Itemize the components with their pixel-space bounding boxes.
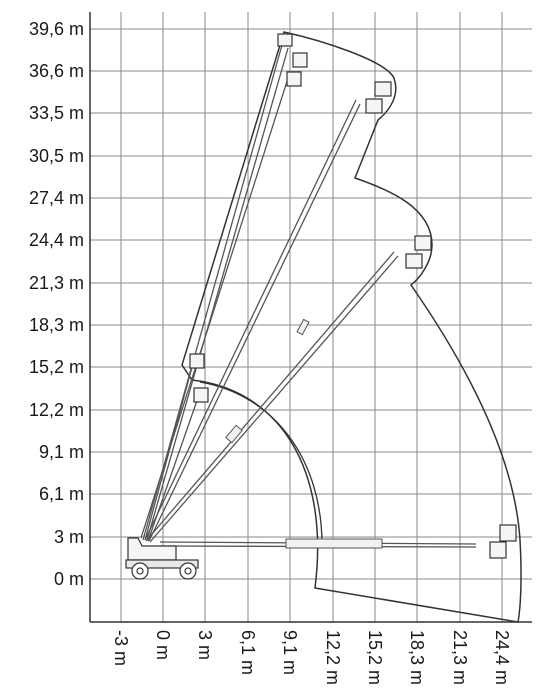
x-axis-labels: -3 m 0 m 3 m 6,1 m 9,1 m 12,2 m 15,2 m 1… <box>111 630 512 685</box>
platform-33m-2 <box>365 98 383 114</box>
x-tick-label: 24,4 m <box>492 630 512 685</box>
inner-reach-arc <box>199 381 323 546</box>
x-tick-label: 21,3 m <box>450 630 470 685</box>
y-tick-label: 12,2 m <box>29 400 84 420</box>
x-tick-label: 6,1 m <box>238 630 258 675</box>
y-tick-label: 33,5 m <box>29 103 84 123</box>
vertical-gridlines <box>120 12 503 622</box>
x-tick-label: 15,2 m <box>365 630 385 685</box>
horizontal-gridlines <box>90 28 532 580</box>
rear-wheel-hub <box>184 567 192 575</box>
platform-horizontal-2 <box>489 541 507 559</box>
platform-baskets <box>189 33 517 559</box>
y-tick-label: 6,1 m <box>39 484 84 504</box>
platform-24m-1 <box>414 235 432 251</box>
x-tick-label: -3 m <box>111 630 131 666</box>
machine-base <box>125 537 199 580</box>
y-tick-label: 36,6 m <box>29 61 84 81</box>
working-envelope <box>181 31 522 623</box>
x-tick-label: 3 m <box>195 630 215 660</box>
y-tick-label: 21,3 m <box>29 273 84 293</box>
turret <box>127 537 177 561</box>
x-tick-label: 0 m <box>153 630 173 660</box>
platform-12m <box>193 387 209 403</box>
chassis <box>125 559 199 569</box>
y-tick-label: 15,2 m <box>29 357 84 377</box>
boom-lines <box>140 44 477 548</box>
front-wheel-hub <box>136 567 144 575</box>
platform-15m <box>189 353 205 369</box>
y-tick-label: 30,5 m <box>29 146 84 166</box>
x-tick-label: 9,1 m <box>280 630 300 675</box>
x-tick-label: 18,3 m <box>407 630 427 685</box>
platform-horizontal-1 <box>499 524 517 542</box>
x-tick-label: 12,2 m <box>323 630 343 685</box>
y-tick-label: 24,4 m <box>29 230 84 250</box>
platform-33m-1 <box>374 81 392 97</box>
y-tick-label: 9,1 m <box>39 442 84 462</box>
y-tick-label: 18,3 m <box>29 315 84 335</box>
y-tick-label: 0 m <box>54 569 84 589</box>
platform-top-3 <box>286 71 302 87</box>
boom-sections <box>225 318 383 549</box>
platform-24m-2 <box>405 253 423 269</box>
platform-top-1 <box>277 33 293 47</box>
y-tick-label: 27,4 m <box>29 188 84 208</box>
y-axis-labels: 39,6 m 36,6 m 33,5 m 30,5 m 27,4 m 24,4 … <box>29 19 84 589</box>
y-tick-label: 3 m <box>54 527 84 547</box>
y-tick-label: 39,6 m <box>29 19 84 39</box>
platform-top-2 <box>292 52 308 68</box>
